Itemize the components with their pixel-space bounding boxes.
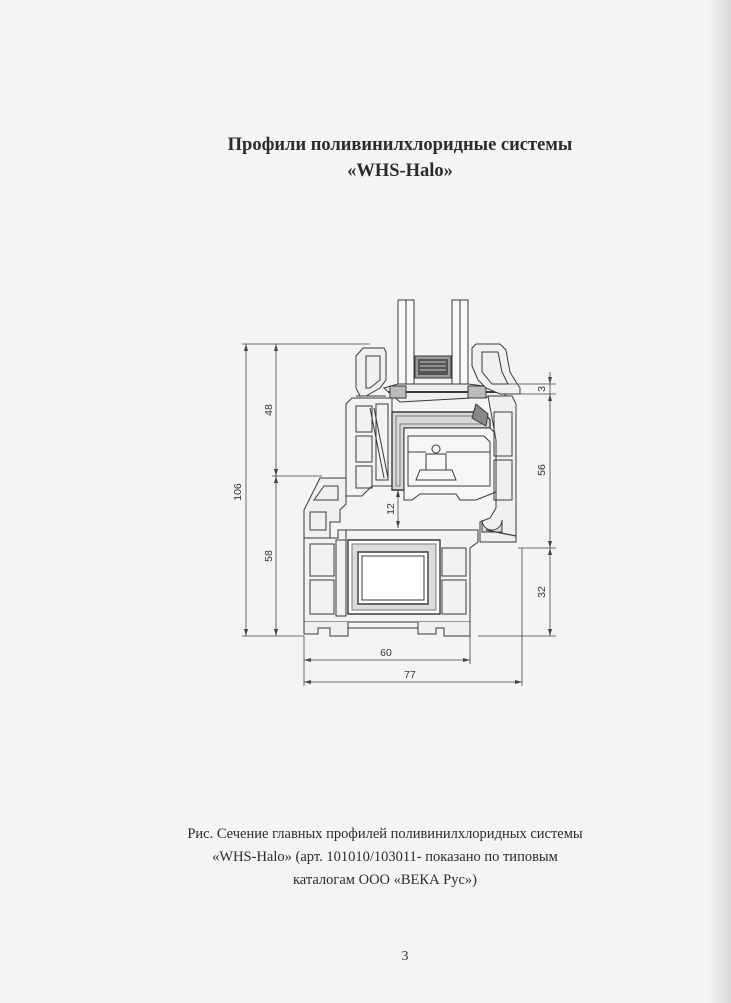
dim-upper-height: 48 <box>263 404 275 416</box>
page-number: 3 <box>401 949 409 964</box>
sash-right-column <box>471 395 517 543</box>
caption-line-3: каталогам ООО «ВЕКА Рус») <box>292 872 478 888</box>
dim-frame-height: 32 <box>536 586 548 598</box>
dim-total-height: 106 <box>232 483 244 501</box>
caption-line-1: Рис. Сечение главных профилей поливинилх… <box>187 826 583 842</box>
dimension-lines <box>242 343 556 686</box>
dim-gap: 3 <box>536 386 548 392</box>
dimension-arrows <box>244 344 552 684</box>
sash-body <box>345 397 393 497</box>
sash-left-bead <box>355 347 387 397</box>
document-title: Профили поливинилхлоридные системы «WHS-… <box>0 132 731 184</box>
title-line-2: «WHS-Halo» <box>347 161 453 181</box>
glass-pane <box>397 299 469 387</box>
dim-total-width: 77 <box>404 669 416 681</box>
sash-center <box>403 427 497 501</box>
title-line-1: Профили поливинилхлоридные системы <box>227 135 573 155</box>
figure-caption: Рис. Сечение главных профилей поливинилх… <box>120 823 650 892</box>
glass-spacer <box>414 355 452 379</box>
frame-feet <box>303 622 471 637</box>
frame-left-upper <box>303 477 347 539</box>
caption-line-2: «WHS-Halo» (арт. 101010/103011- показано… <box>212 849 558 865</box>
frame-reinforcement <box>347 539 441 615</box>
dim-lower-height: 58 <box>263 550 275 562</box>
dim-overlap: 12 <box>385 503 397 515</box>
dim-sash-height: 56 <box>536 464 548 476</box>
page-edge-shadow <box>709 0 731 1003</box>
dim-frame-width: 60 <box>380 647 392 659</box>
